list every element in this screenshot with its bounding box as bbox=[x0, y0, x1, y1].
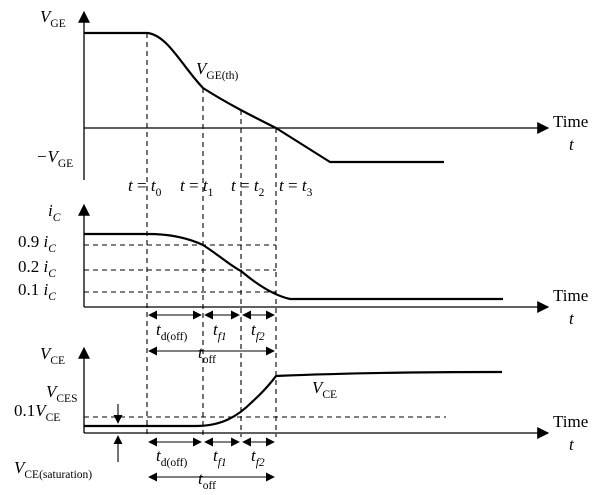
ic-panel: iC 0.9 iC 0.2 iC 0.1 iC Time t td(off) t… bbox=[18, 201, 588, 366]
vge-axis-label: VGE bbox=[40, 7, 66, 30]
instant-t1: t = t1 bbox=[180, 176, 214, 199]
toff-label-bottom: toff bbox=[198, 469, 216, 492]
vge-panel: VGE −VGE VGE(th) Time t t = t0 t = t1 t … bbox=[36, 7, 588, 199]
ic-axis-label: iC bbox=[48, 201, 61, 224]
vce-time-symbol: t bbox=[569, 435, 575, 454]
level-09-ic-label: 0.9 iC bbox=[18, 232, 56, 255]
level-02-ic-label: 0.2 iC bbox=[18, 257, 56, 280]
tf1-label: tf1 bbox=[213, 320, 227, 343]
vge-time-label: Time bbox=[553, 112, 588, 131]
tf2-label-bottom: tf2 bbox=[251, 446, 265, 469]
negative-vge-label: −VGE bbox=[36, 147, 73, 170]
time-guide-lines bbox=[146, 33, 277, 437]
vces-label: VCES bbox=[46, 382, 77, 405]
instant-t2: t = t2 bbox=[231, 176, 265, 199]
ic-waveform bbox=[84, 232, 503, 301]
vce-time-label: Time bbox=[553, 412, 588, 431]
instant-labels: t = t0 t = t1 t = t2 t = t3 bbox=[128, 176, 313, 199]
vce-curve-label: VCE bbox=[312, 378, 337, 401]
vce-saturation-label: VCE(saturation) bbox=[14, 458, 92, 481]
vge-time-symbol: t bbox=[569, 135, 575, 154]
vge-waveform bbox=[84, 31, 444, 164]
level-01-vce-label: 0.1VCE bbox=[14, 401, 60, 424]
vce-panel: VCE VCES 0.1VCE VCE VCE(saturation) Time… bbox=[14, 344, 588, 492]
level-01-ic-label: 0.1 iC bbox=[18, 280, 56, 303]
ic-time-label: Time bbox=[553, 286, 588, 305]
instant-t0: t = t0 bbox=[128, 176, 162, 199]
td-off-label: td(off) bbox=[156, 320, 188, 343]
toff-label: toff bbox=[198, 343, 216, 366]
vce-waveform bbox=[84, 370, 503, 428]
vce-axis-label: VCE bbox=[40, 344, 65, 367]
td-off-label-bottom: td(off) bbox=[156, 446, 188, 469]
instant-t3: t = t3 bbox=[279, 176, 313, 199]
threshold-voltage-label: VGE(th) bbox=[196, 59, 238, 82]
tf2-label: tf2 bbox=[251, 320, 265, 343]
tf1-label-bottom: tf1 bbox=[213, 446, 227, 469]
ic-time-symbol: t bbox=[569, 309, 575, 328]
